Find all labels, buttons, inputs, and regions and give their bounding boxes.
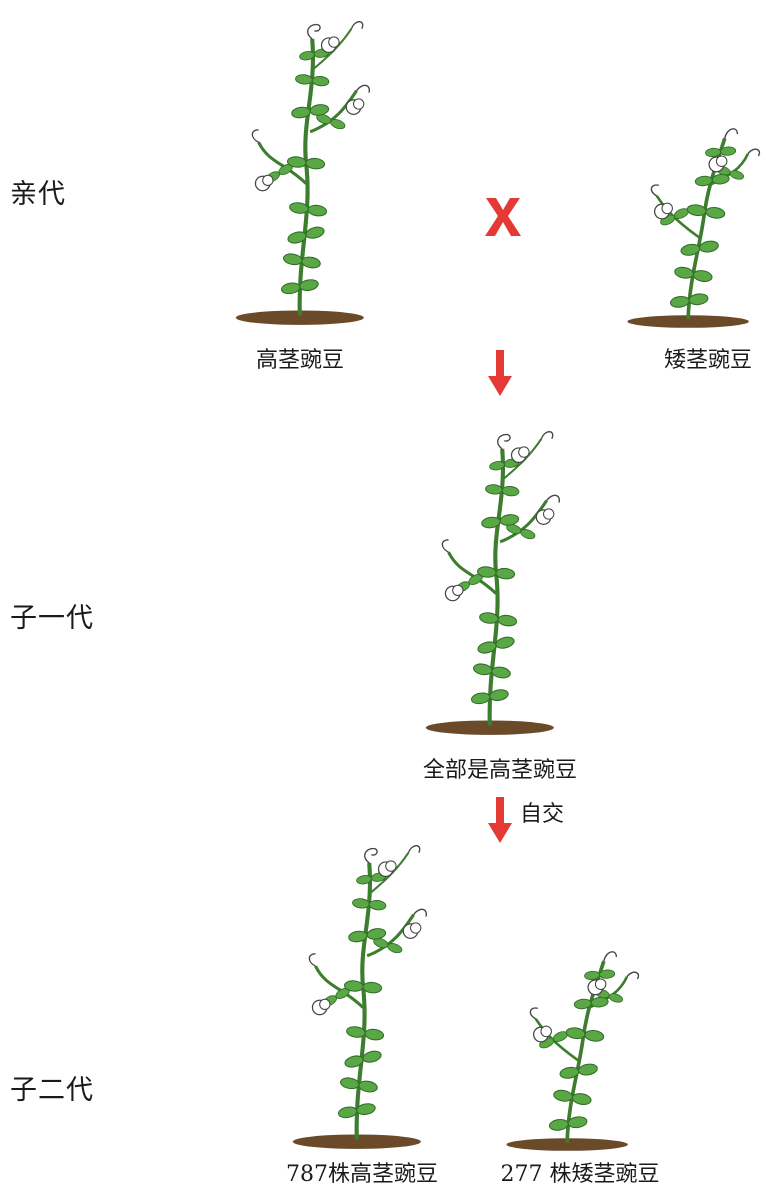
tall-pea-plant-parent [215, 8, 395, 328]
tall-pea-plant-f2 [272, 832, 452, 1152]
selfing-arrow-icon [488, 797, 512, 843]
short-pea-plant-parent [626, 112, 766, 332]
selfing-label: 自交 [520, 802, 565, 827]
f2-short-label: 277 株矮茎豌豆 [500, 1162, 660, 1187]
generation-label-f2: 子二代 [10, 1075, 94, 1106]
f2-tall-label: 787株高茎豌豆 [286, 1162, 438, 1187]
cross-symbol-icon [485, 198, 521, 236]
parent-short-label: 矮茎豌豆 [663, 348, 753, 373]
down-arrow-icon [488, 350, 512, 396]
generation-label-f1: 子一代 [10, 603, 94, 634]
f1-label: 全部是高茎豌豆 [422, 758, 578, 783]
tall-pea-plant-f1 [405, 418, 585, 738]
parent-tall-label: 高茎豌豆 [255, 348, 345, 373]
short-pea-plant-f2 [505, 935, 645, 1155]
generation-label-parent: 亲代 [10, 179, 66, 210]
